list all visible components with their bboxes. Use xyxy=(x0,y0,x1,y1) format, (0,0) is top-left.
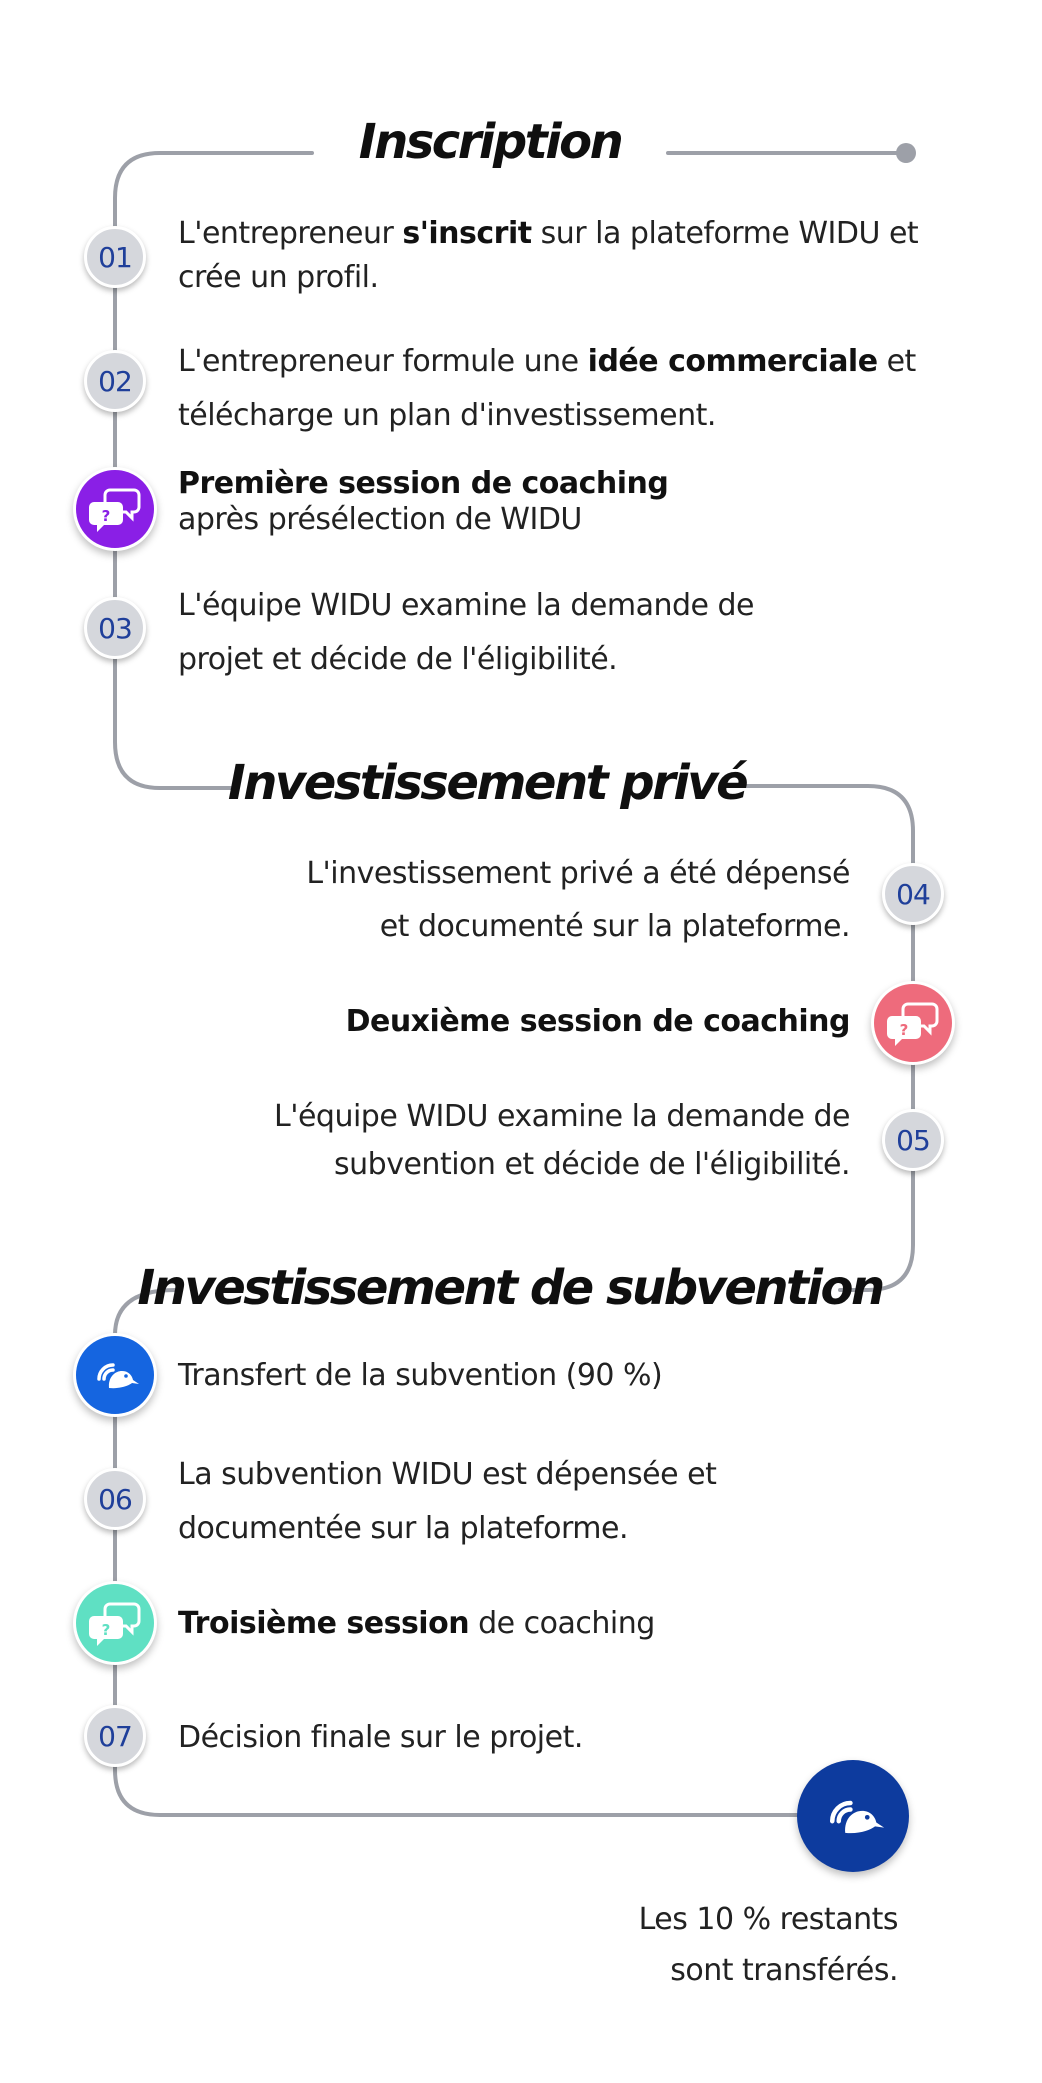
final-transfer-text: Les 10 % restants sont transférés. xyxy=(638,1902,899,1988)
emphasis: s'inscrit xyxy=(402,216,532,251)
step-number: 04 xyxy=(896,877,931,911)
chat-bubbles-question-icon: ? xyxy=(89,1602,141,1646)
step-03-text: L'équipe WIDU examine la demande de proj… xyxy=(178,588,755,677)
step-05-text: L'équipe WIDU examine la demande de subv… xyxy=(274,1099,851,1182)
step-01-text: L'entrepreneur s'inscrit sur la platefor… xyxy=(178,216,919,295)
section-title-subsidy-investment: Investissement de subvention xyxy=(137,1260,885,1316)
step-06-text: La subvention WIDU est dépensée et docum… xyxy=(178,1457,717,1546)
svg-text:?: ? xyxy=(900,1021,909,1039)
transfer-1-text: Transfert de la subvention (90 %) xyxy=(178,1358,663,1393)
final-transfer-icon xyxy=(797,1760,909,1872)
step-number-badge-04: 04 xyxy=(882,863,944,925)
widu-bird-logo-icon xyxy=(97,1363,139,1389)
coaching-icon-3: ? xyxy=(73,1581,157,1665)
step-number-badge-06: 06 xyxy=(84,1468,146,1530)
step-number-badge-07: 07 xyxy=(84,1705,146,1767)
step-number: 03 xyxy=(98,611,133,645)
coaching-icon-2: ? xyxy=(871,981,955,1065)
coaching-1-text: Première session de coaching après présé… xyxy=(178,466,669,537)
step-number-badge-01: 01 xyxy=(84,226,146,288)
step-number-badge-05: 05 xyxy=(882,1109,944,1171)
step-07-text: Décision finale sur le projet. xyxy=(178,1720,583,1755)
coaching-icon-1: ? xyxy=(73,467,157,551)
step-number: 05 xyxy=(896,1123,931,1157)
svg-text:?: ? xyxy=(102,1621,111,1639)
step-number: 01 xyxy=(98,240,133,274)
coaching-3-text: Troisième session de coaching xyxy=(178,1606,655,1641)
svg-text:?: ? xyxy=(102,507,111,525)
step-number: 02 xyxy=(98,364,133,398)
chat-bubbles-question-icon: ? xyxy=(89,488,141,532)
step-number: 07 xyxy=(98,1719,133,1753)
widu-bird-logo-icon xyxy=(829,1800,885,1834)
step-04-text: L'investissement privé a été dépensé et … xyxy=(306,856,850,944)
transfer-icon-1 xyxy=(73,1333,157,1417)
section-title-private-investment: Investissement privé xyxy=(227,755,749,811)
section-title-inscription: Inscription xyxy=(358,114,624,170)
step-number-badge-02: 02 xyxy=(84,350,146,412)
chat-bubbles-question-icon: ? xyxy=(887,1002,939,1046)
emphasis: idée commerciale xyxy=(587,344,878,379)
step-02-text: L'entrepreneur formule une idée commerci… xyxy=(178,344,916,433)
step-number-badge-03: 03 xyxy=(84,597,146,659)
coaching-2-text: Deuxième session de coaching xyxy=(345,1004,851,1039)
step-number: 06 xyxy=(98,1482,133,1516)
